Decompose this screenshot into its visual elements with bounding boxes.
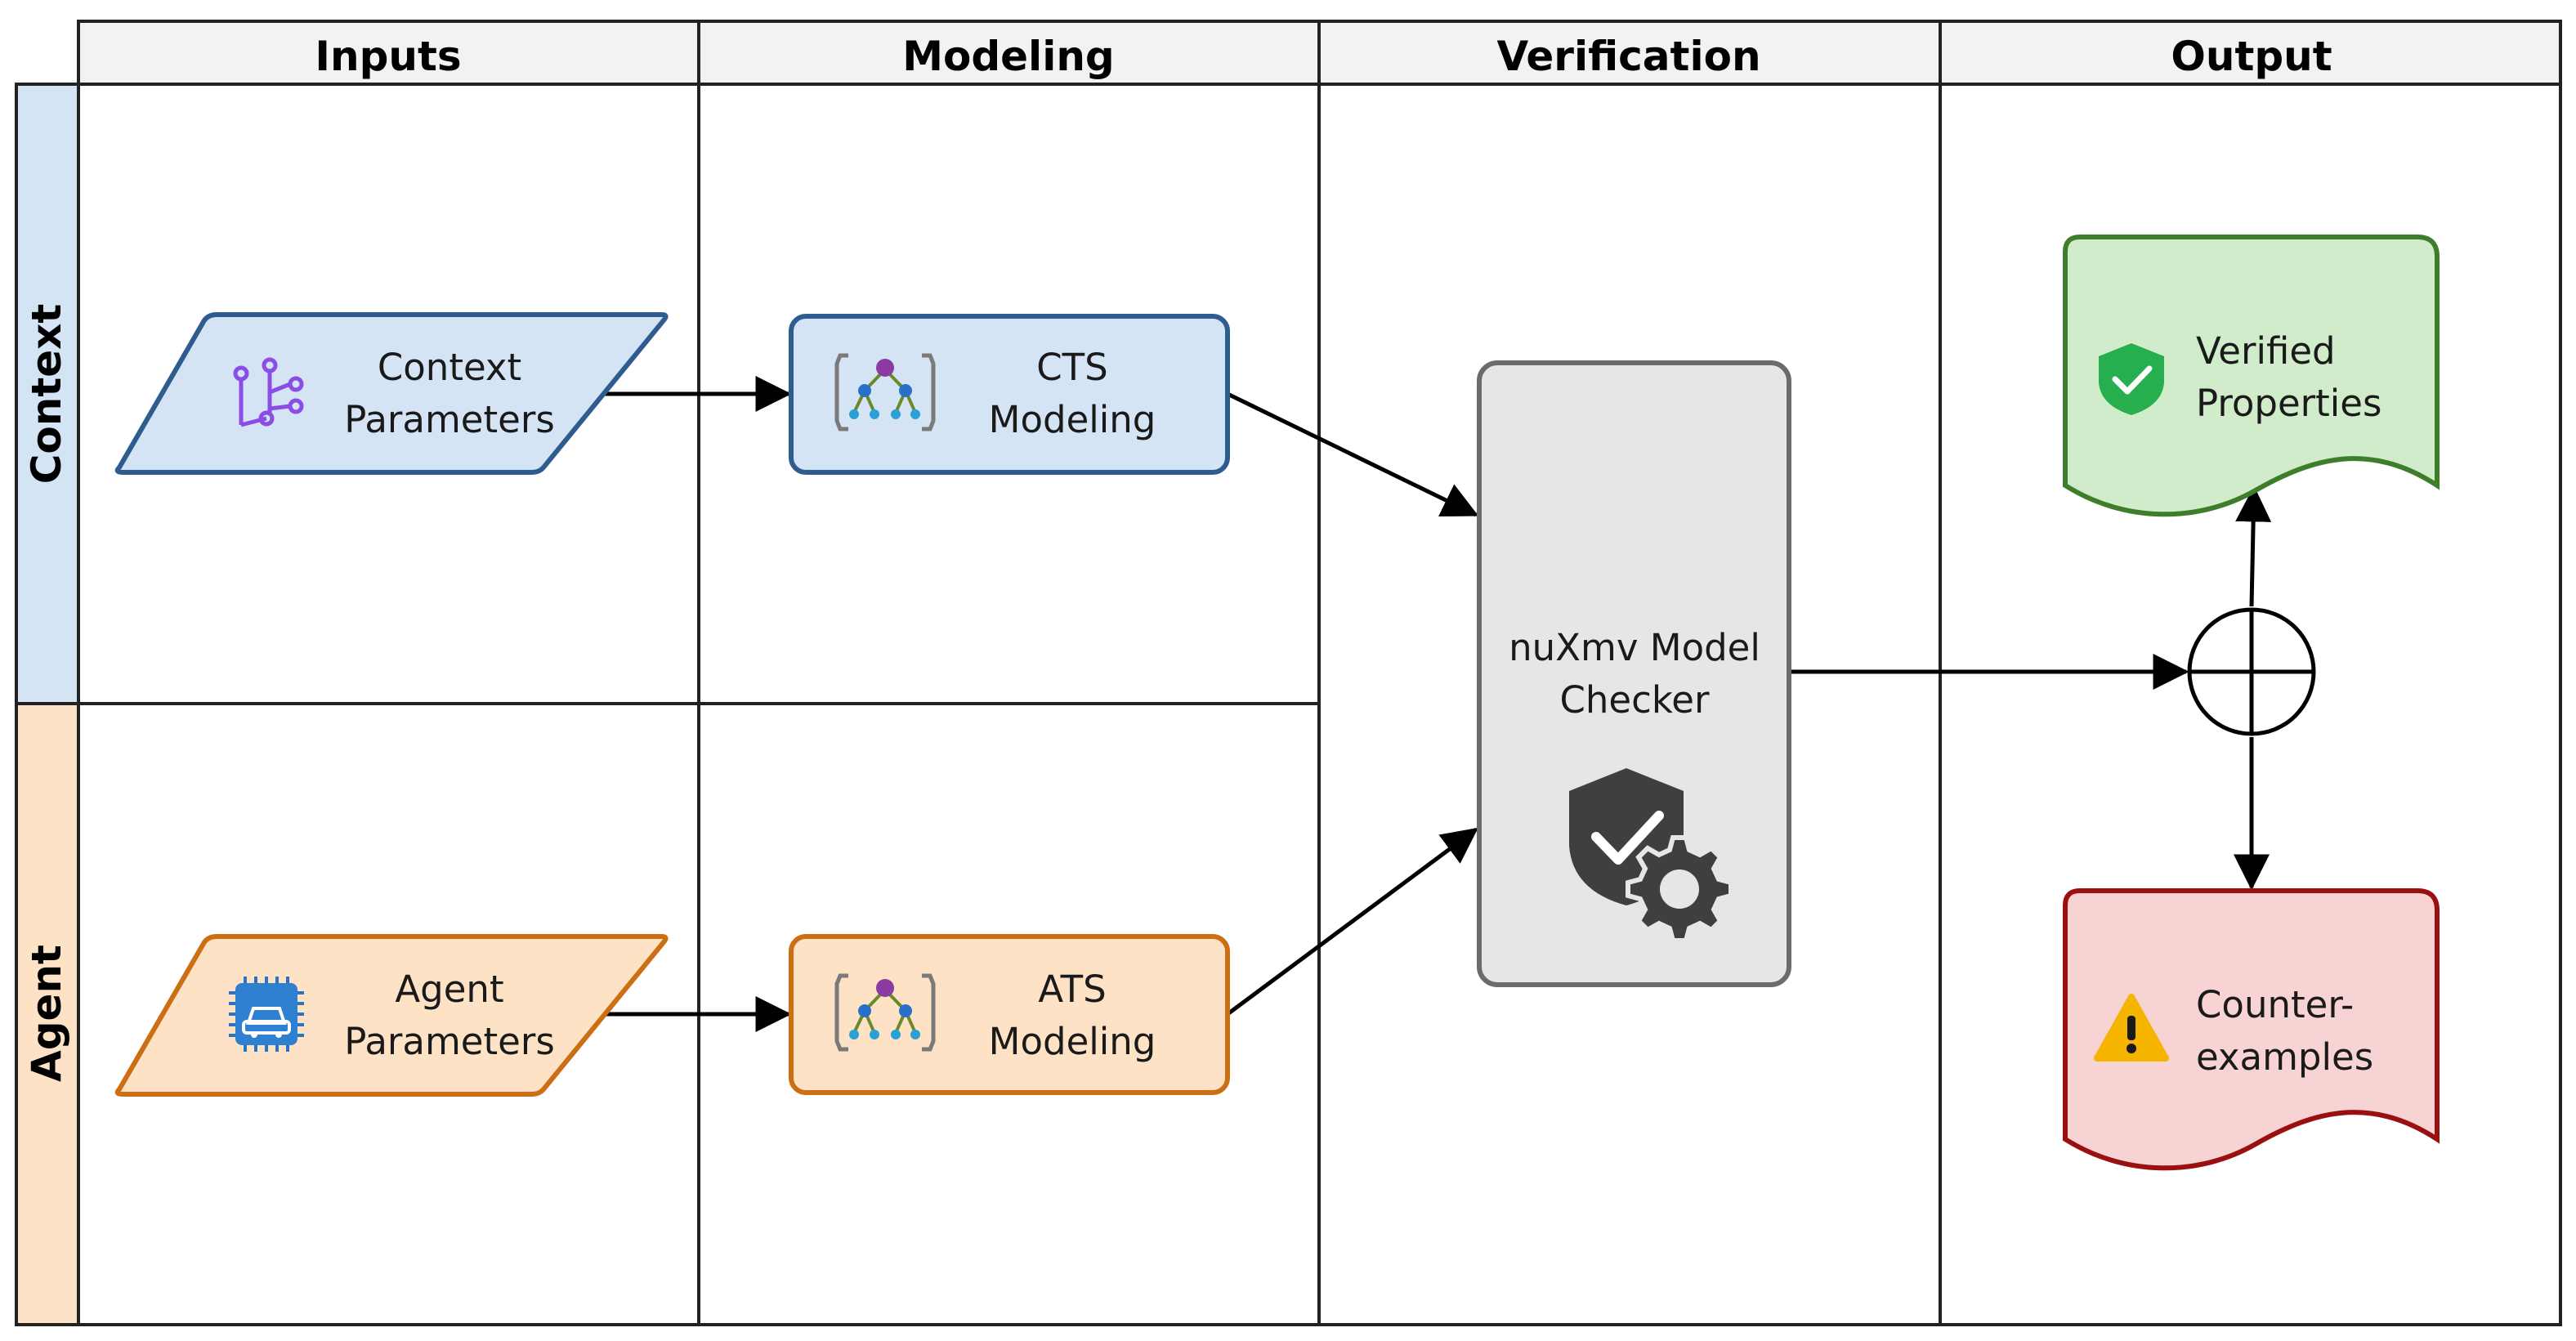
- circle-plus-icon: [2187, 607, 2316, 736]
- hierarchy-model-icon: [834, 353, 936, 431]
- arrow-ats-to-checker: [1226, 827, 1478, 1017]
- car-chip-icon: [229, 977, 304, 1052]
- verified-properties-label-1: Verified: [2196, 329, 2336, 373]
- counterexamples-label-1: Counter-: [2196, 983, 2354, 1026]
- column-output-header: Output: [2171, 33, 2332, 80]
- column-modeling-header: Modeling: [902, 33, 1114, 80]
- model-checker-label-1: nuXmv Model: [1509, 626, 1760, 669]
- model-checker-label-2: Checker: [1559, 678, 1710, 722]
- agent-parameters-node[interactable]: Agent Parameters: [114, 934, 669, 1097]
- ats-modeling-node[interactable]: ATS Modeling: [789, 934, 1230, 1095]
- shield-gear-icon: [1569, 768, 1733, 943]
- context-parameters-label-2: Parameters: [344, 398, 555, 441]
- counterexamples-node[interactable]: Counter- examples: [2063, 888, 2440, 1171]
- cts-modeling-node[interactable]: CTS Modeling: [789, 314, 1230, 475]
- model-checker-node[interactable]: nuXmv Model Checker: [1477, 360, 1791, 987]
- context-parameters-label-1: Context: [378, 346, 521, 389]
- verified-properties-label-2: Properties: [2196, 382, 2381, 425]
- shield-check-icon: [2099, 343, 2164, 415]
- agent-parameters-label-2: Parameters: [344, 1020, 555, 1063]
- row-context-lane: [15, 83, 80, 705]
- arrow-combiner-to-verified: [2235, 485, 2272, 607]
- ats-modeling-label-1: ATS: [1038, 968, 1106, 1011]
- row-context-label: Context: [23, 304, 70, 485]
- row-lanes: Context Agent: [15, 83, 80, 1326]
- connectors: [605, 376, 2272, 1032]
- warning-icon: [2094, 994, 2169, 1062]
- verified-properties-node[interactable]: Verified Properties: [2063, 235, 2440, 517]
- hierarchy-model-icon: [834, 973, 936, 1052]
- agent-parameters-label-1: Agent: [395, 968, 503, 1011]
- column-inputs-header: Inputs: [315, 33, 461, 80]
- cts-modeling-label-2: Modeling: [989, 398, 1156, 441]
- row-agent-label: Agent: [23, 945, 70, 1082]
- column-verification-header: Verification: [1496, 33, 1760, 80]
- ats-modeling-label-2: Modeling: [989, 1020, 1156, 1063]
- counterexamples-label-2: examples: [2196, 1035, 2373, 1079]
- cts-modeling-label-1: CTS: [1036, 346, 1107, 389]
- tree-branch-icon: [233, 357, 304, 427]
- arrow-cts-to-checker: [1226, 391, 1479, 517]
- context-parameters-node[interactable]: Context Parameters: [114, 312, 669, 475]
- row-agent-lane: [15, 702, 80, 1326]
